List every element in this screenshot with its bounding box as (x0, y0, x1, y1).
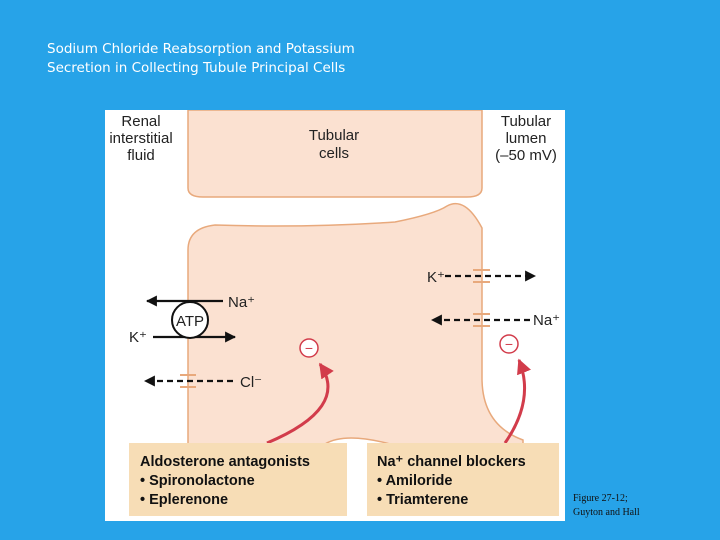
interstitial-label-1: Renal (121, 113, 160, 130)
inhibit-symbol-left: − (305, 340, 313, 356)
aldosterone-box-item-1: • Spironolactone (140, 473, 255, 489)
atp-label: ATP (176, 313, 204, 330)
cells-label-1: Tubular (309, 127, 359, 144)
slide-title-line-1: Sodium Chloride Reabsorption and Potassi… (47, 41, 355, 57)
pump-na-label: Na⁺ (228, 294, 255, 311)
top-tubular-cell (187, 110, 483, 198)
cl-label: Cl⁻ (240, 374, 262, 391)
slide-title: Sodium Chloride Reabsorption and Potassi… (47, 40, 467, 78)
cells-label-2: cells (319, 145, 349, 162)
inhibit-arrow-right (503, 358, 531, 444)
slide-title-line-2: Secretion in Collecting Tubule Principal… (47, 60, 346, 76)
inhibit-symbol-right: − (505, 336, 513, 352)
inhibit-arrow-left (266, 362, 334, 445)
caption-line-2: Guyton and Hall (573, 507, 640, 518)
pump-k-label: K⁺ (129, 329, 147, 346)
inhibit-marker-left (299, 338, 319, 358)
diagram-canvas: ATP Na⁺ K⁺ Cl⁻ K⁺ Na⁺ − − Renal intersti… (109, 110, 560, 516)
atp-pump (171, 301, 209, 339)
lumen-label-1: Tubular (501, 113, 551, 130)
lumen-na-label: Na⁺ (533, 312, 560, 329)
na-blocker-box-title: Na⁺ channel blockers (377, 454, 526, 470)
na-blocker-box-item-2: • Triamterene (377, 492, 468, 508)
lumen-label-2: lumen (506, 130, 547, 147)
na-blocker-box (367, 443, 559, 516)
lumen-k-label: K⁺ (427, 269, 445, 286)
aldosterone-box-title: Aldosterone antagonists (140, 454, 310, 470)
aldosterone-box (129, 443, 347, 516)
na-blocker-box-item-1: • Amiloride (377, 473, 452, 489)
inhibit-marker-right (499, 334, 519, 354)
diagram-figure: ATP Na⁺ K⁺ Cl⁻ K⁺ Na⁺ − − Renal intersti… (105, 110, 565, 521)
interstitial-label-3: fluid (127, 147, 155, 164)
aldosterone-box-item-2: • Eplerenone (140, 492, 228, 508)
principal-cell (187, 202, 524, 445)
interstitial-label-2: interstitial (109, 130, 172, 147)
figure-caption: Figure 27-12; Guyton and Hall (573, 492, 703, 520)
caption-line-1: Figure 27-12; (573, 493, 628, 504)
lumen-label-3: (–50 mV) (495, 147, 557, 164)
